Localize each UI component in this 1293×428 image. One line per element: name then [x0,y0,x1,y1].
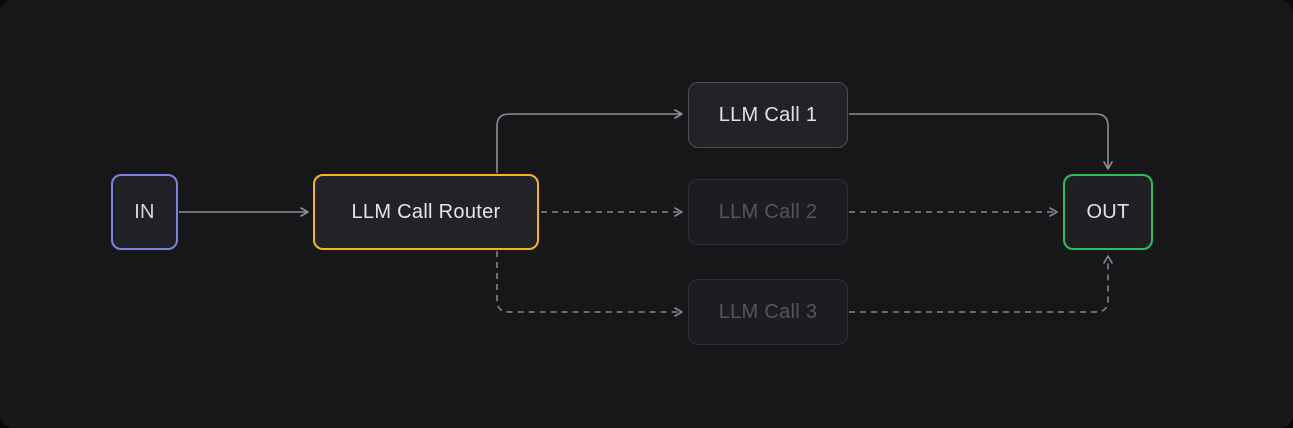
edge-call3-out [849,255,1113,313]
node-out-label: OUT [1086,200,1130,223]
node-llm-call-router[interactable]: LLM Call Router [313,174,539,250]
node-llm-call-2[interactable]: LLM Call 2 [688,179,848,245]
node-llm-call-1[interactable]: LLM Call 1 [688,82,848,148]
node-in[interactable]: IN [111,174,178,250]
edge-call1-out [849,113,1113,170]
edge-router-call1 [496,109,683,173]
node-router-label: LLM Call Router [351,200,501,223]
edge-router-call3 [496,251,683,317]
node-in-label: IN [134,200,155,223]
node-out[interactable]: OUT [1063,174,1153,250]
node-call1-label: LLM Call 1 [718,103,818,126]
node-call2-label: LLM Call 2 [718,200,818,223]
node-call3-label: LLM Call 3 [718,300,818,323]
node-llm-call-3[interactable]: LLM Call 3 [688,279,848,345]
